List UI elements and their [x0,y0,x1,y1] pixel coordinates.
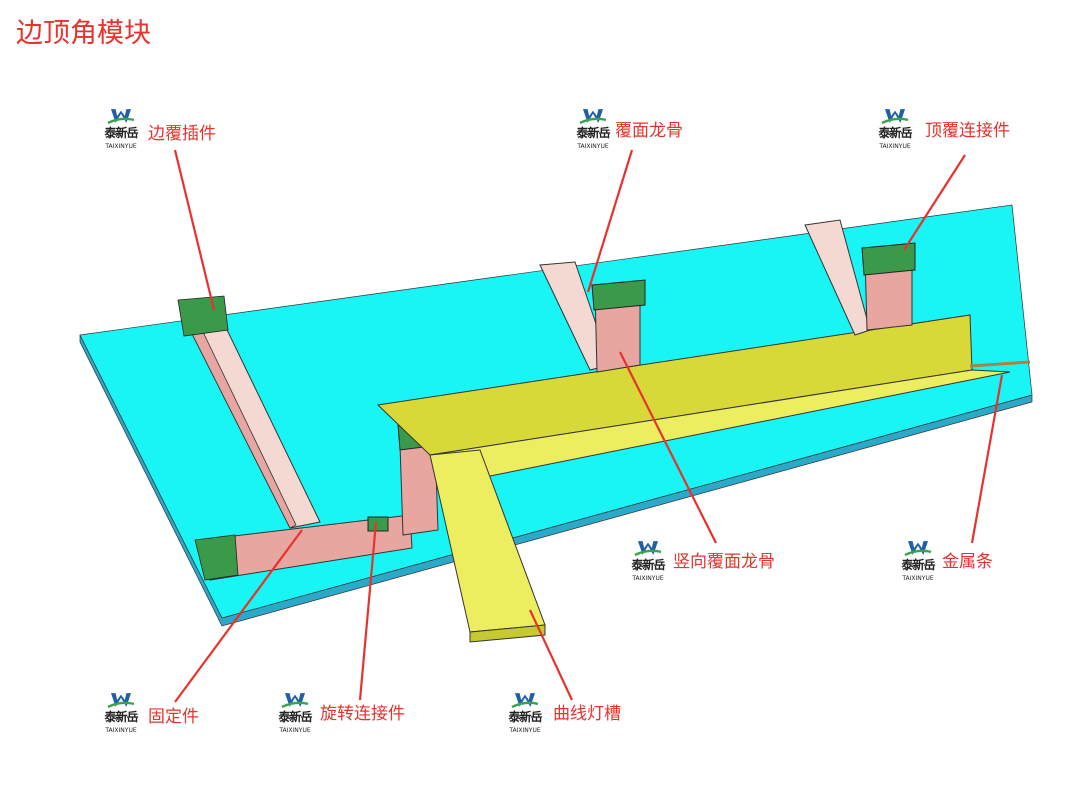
logo-brand-name: 泰新岳 [901,558,935,572]
logo-brand-sub: TAIXINYUE [509,727,541,734]
logo-brand-sub: TAIXINYUE [902,575,934,582]
leader-side-insert [173,149,216,311]
callout-vertical-cover-keel: 竖向覆面龙骨 [673,552,775,572]
logo-brand-name: 泰新岳 [104,126,138,140]
logo-mark-icon [881,109,909,124]
leader-vertical-cover-keel [619,351,717,544]
logo-brand-name: 泰新岳 [576,126,610,140]
logo-mark-icon [579,109,607,124]
brand-logo: 泰新岳 TAIXINYUE [272,690,318,736]
logo-mark-icon [511,693,539,708]
metal-strip-shape [969,360,1031,368]
brand-logo: 泰新岳 TAIXINYUE [98,690,144,736]
brand-logo: 泰新岳 TAIXINYUE [895,538,941,584]
logo-brand-name: 泰新岳 [631,558,665,572]
logo-brand-sub: TAIXINYUE [879,143,911,150]
logo-brand-sub: TAIXINYUE [577,143,609,150]
light-trough-branch-front [469,624,546,643]
logo-mark-icon [904,541,932,556]
callout-light-trough: 曲线灯槽 [553,704,621,724]
leader-light-trough [529,609,573,701]
logo-brand-sub: TAIXINYUE [279,727,311,734]
brand-logo: 泰新岳 TAIXINYUE [570,106,616,152]
logo-brand-name: 泰新岳 [278,710,312,724]
callout-metal-strip: 金属条 [942,552,993,572]
leader-rotary-connector [358,521,378,701]
logo-mark-icon [634,541,662,556]
logo-brand-sub: TAIXINYUE [105,727,137,734]
logo-brand-sub: TAIXINYUE [632,575,664,582]
logo-brand-name: 泰新岳 [508,710,542,724]
page-title: 边顶角模块 [16,18,151,49]
side-insert-part [177,295,229,337]
leader-metal-strip [970,374,1004,544]
callout-fixing-part: 固定件 [148,707,199,727]
logo-brand-sub: TAIXINYUE [105,143,137,150]
fixing-part-shape [194,534,239,581]
logo-brand-name: 泰新岳 [104,710,138,724]
callout-cover-keel: 覆面龙骨 [615,121,683,141]
brand-logo: 泰新岳 TAIXINYUE [98,106,144,152]
brand-logo: 泰新岳 TAIXINYUE [502,690,548,736]
logo-mark-icon [281,693,309,708]
brand-logo: 泰新岳 TAIXINYUE [625,538,671,584]
brand-logo: 泰新岳 TAIXINYUE [872,106,918,152]
logo-mark-icon [107,693,135,708]
callout-side-insert: 边覆插件 [148,124,216,144]
logo-brand-name: 泰新岳 [878,126,912,140]
callout-rotary-connector: 旋转连接件 [320,704,405,724]
top-connector-cap [861,242,916,276]
callout-top-connector: 顶覆连接件 [925,121,1010,141]
rotary-connector-shape [367,516,389,532]
leader-fixing-part [174,529,303,703]
leader-cover-keel [586,149,634,293]
cover-keel-cap [591,279,646,311]
logo-mark-icon [107,109,135,124]
leader-top-connector [903,154,966,251]
